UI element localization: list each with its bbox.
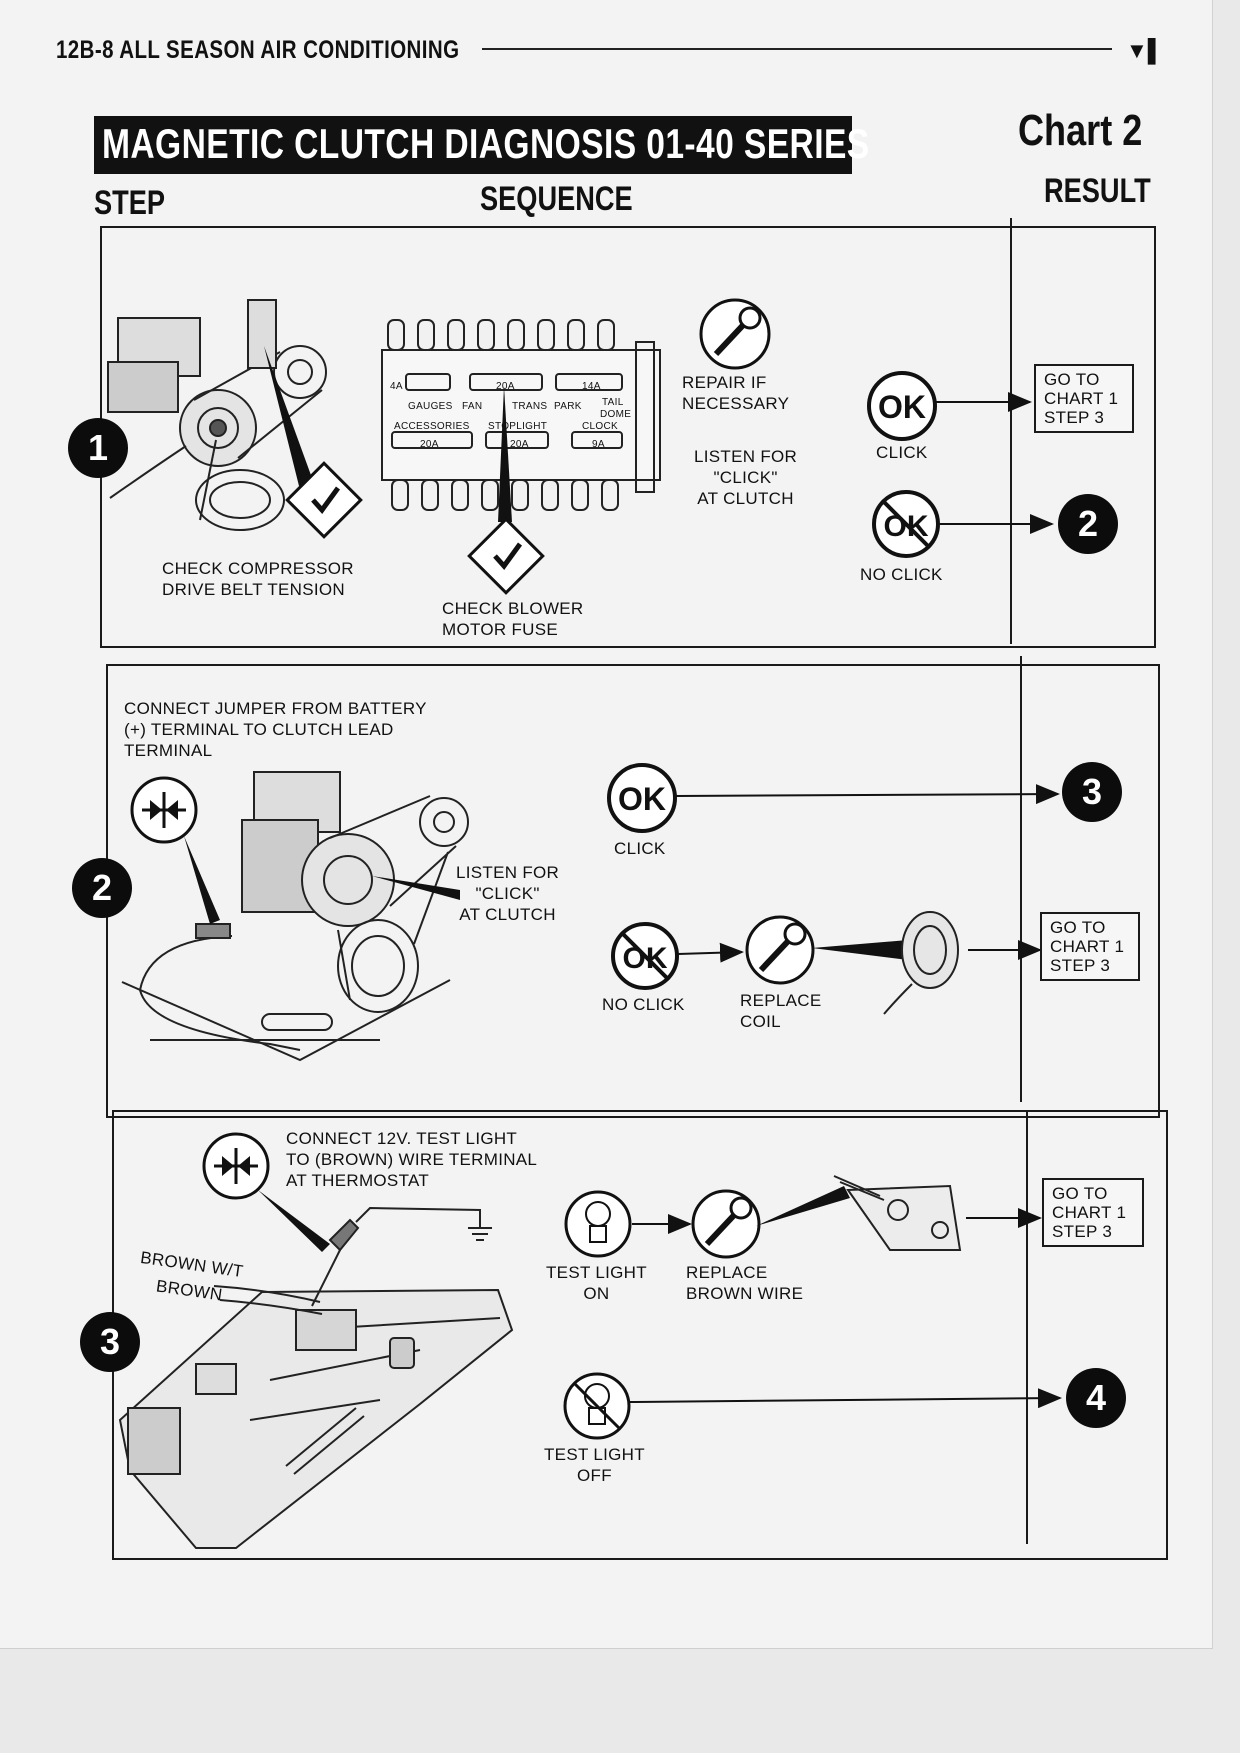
goto-step-3-badge: 3 (1062, 762, 1122, 822)
corner-mark-icon: ▼▌ (1126, 38, 1164, 63)
compressor-belt-illustration (107, 299, 327, 531)
fuse-bottom-1: 20A (420, 439, 439, 450)
fuse-bottom-2: 20A (510, 439, 529, 450)
thermostat-wire-illustration (833, 1175, 962, 1251)
test-light-on-label: TEST LIGHT ON (546, 1263, 647, 1303)
replace-coil-label: REPLACE COIL (740, 991, 822, 1031)
coil-pointer (812, 940, 908, 960)
wrench-icon-2 (745, 915, 815, 985)
fuse-top-1: 4A (390, 381, 403, 392)
fuse-name-park: PARK (554, 401, 582, 412)
repair-label: REPAIR IF NECESSARY (682, 373, 790, 413)
step-2-badge: 2 (72, 858, 132, 918)
test-light-off-label: TEST LIGHT OFF (544, 1445, 645, 1485)
jumper-pointer (184, 836, 220, 924)
compressor-jumper-illustration (121, 771, 469, 1062)
jumper-icon-step2 (130, 776, 198, 844)
fuse-top-3: 14A (582, 381, 601, 392)
fuse-name-gauges: GAUGES (408, 401, 453, 412)
header-rule (482, 48, 1112, 50)
step-3-result-divider (1026, 1110, 1028, 1544)
click-label-step2: CLICK (614, 839, 666, 858)
svg-text:OK: OK (618, 781, 666, 817)
chart-number: Chart 2 (1018, 106, 1143, 155)
no-click-label-step1: NO CLICK (860, 565, 943, 584)
goto-chart1-step3-box-2: GO TO CHART 1 STEP 3 (1040, 912, 1140, 981)
click-label-step1: CLICK (876, 443, 928, 462)
column-result-heading: RESULT (1044, 172, 1151, 210)
page: 12B-8 ALL SEASON AIR CONDITIONING ▼▌ MAG… (0, 0, 1213, 1649)
light-bulb-icon-on (564, 1190, 632, 1258)
ok-icon-step1: OK (867, 371, 937, 441)
fuse-name-trans: TRANS (512, 401, 548, 412)
step-1-result-divider (1010, 218, 1012, 644)
fuse-name-dome: DOME (600, 409, 632, 420)
light-bulb-icon-off (563, 1372, 631, 1440)
step-2-result-divider (1020, 656, 1022, 1102)
clutch-coil-illustration (883, 911, 959, 1015)
fuse-name-accessories: ACCESSORIES (394, 421, 470, 432)
fuse-top-2: 20A (496, 381, 515, 392)
check-fuse-label: CHECK BLOWER MOTOR FUSE (442, 599, 584, 639)
fuse-pointer (498, 386, 512, 522)
fuse-name-stoplight: STOPLIGHT (488, 421, 548, 432)
no-ok-icon-step2: OK (611, 922, 679, 990)
fuse-name-clock: CLOCK (582, 421, 618, 432)
goto-chart1-step3-box-3: GO TO CHART 1 STEP 3 (1042, 1178, 1144, 1247)
chart-title: MAGNETIC CLUTCH DIAGNOSIS 01-40 SERIES (102, 120, 870, 167)
goto-chart1-step3-box-1: GO TO CHART 1 STEP 3 (1034, 364, 1134, 433)
step-3-badge: 3 (80, 1312, 140, 1372)
test-light-instruction-label: CONNECT 12V. TEST LIGHT TO (BROWN) WIRE … (286, 1129, 538, 1190)
no-ok-icon-step1: OK (872, 490, 940, 558)
listen-label-step1: LISTEN FOR "CLICK" AT CLUTCH (694, 447, 798, 508)
ok-icon-step2: OK (607, 763, 677, 833)
page-header: 12B-8 ALL SEASON AIR CONDITIONING (56, 36, 460, 64)
wire-pointer (756, 1186, 850, 1226)
title-bar (94, 116, 852, 174)
jumper-icon-step3 (202, 1132, 270, 1200)
column-step-heading: STEP (94, 184, 166, 222)
replace-brown-wire-label: REPLACE BROWN WIRE (686, 1263, 804, 1303)
fuse-bottom-3: 9A (592, 439, 605, 450)
fuse-name-fan: FAN (462, 401, 483, 412)
clutch-pointer (372, 876, 460, 900)
column-sequence-heading: SEQUENCE (480, 180, 633, 218)
step-1-badge: 1 (68, 418, 128, 478)
no-click-label-step2: NO CLICK (602, 995, 685, 1014)
check-diamond-icon-1 (285, 461, 363, 539)
listen-label-step2: LISTEN FOR "CLICK" AT CLUTCH (456, 863, 560, 924)
svg-text:OK: OK (878, 389, 926, 425)
wrench-icon-3 (691, 1189, 761, 1259)
goto-step-4-badge: 4 (1066, 1368, 1126, 1428)
belt-pointer (264, 346, 312, 490)
jumper-instruction-label: CONNECT JUMPER FROM BATTERY (+) TERMINAL… (124, 699, 427, 760)
check-belt-label: CHECK COMPRESSOR DRIVE BELT TENSION (162, 559, 354, 599)
test-light-pointer (258, 1190, 330, 1252)
fuse-name-tail: TAIL (602, 397, 624, 408)
thermostat-illustration (118, 1206, 514, 1549)
goto-step-2-badge: 2 (1058, 494, 1118, 554)
illustrations: OK OK (107, 298, 1062, 1549)
wrench-icon-1 (699, 298, 771, 370)
fuse-block-illustration (381, 319, 661, 511)
check-diamond-icon-2 (467, 517, 545, 595)
